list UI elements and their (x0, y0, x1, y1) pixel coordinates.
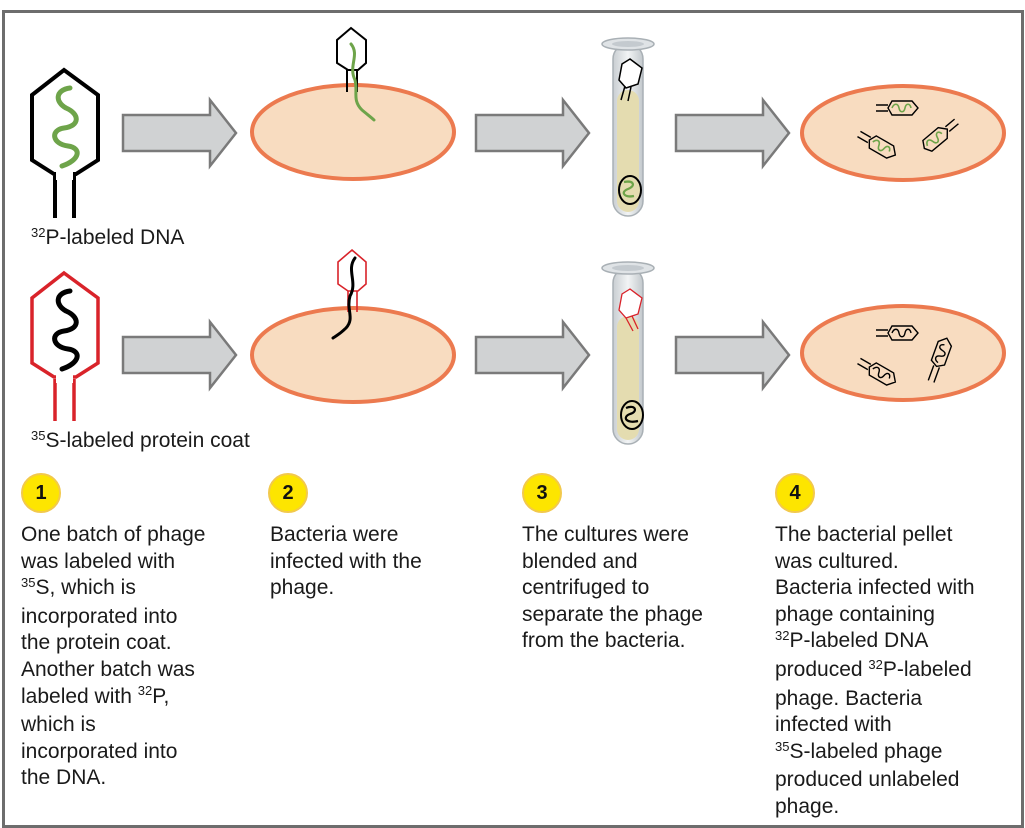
description-line: Bacteria were (270, 523, 399, 546)
description-line: 35S, which is (21, 575, 136, 600)
step-2-badge: 2 (268, 473, 308, 513)
description-line: 35S-labeled phage (775, 738, 943, 763)
description-line: Bacteria infected with (775, 576, 975, 600)
description-line: the DNA. (21, 766, 107, 790)
description-line: was labeled with (21, 549, 176, 573)
description-line: One batch of phage (21, 523, 206, 546)
step-3-badge: 3 (522, 473, 562, 513)
phage-35s-labeled-coat (30, 270, 100, 421)
arrow-step1-to-step2-row1 (121, 96, 238, 170)
test-tube-row2 (601, 261, 655, 445)
isotope-superscript: 32 (775, 628, 790, 644)
label-text: P-labeled DNA (45, 226, 185, 249)
progeny-phage-3 (922, 118, 959, 153)
progeny-phage-2 (857, 130, 897, 159)
description-line: infected with (775, 713, 892, 737)
isotope-superscript: 35 (775, 738, 790, 754)
isotope-superscript: 32 (137, 683, 153, 699)
bacterium-progeny-row2 (800, 304, 1006, 402)
description-line: from the bacteria. (522, 629, 686, 653)
step-4-description: The bacterial pellet was cultured. Bacteri… (775, 522, 975, 821)
arrow-step3-to-step4-row2 (674, 318, 791, 392)
progeny-phage-1 (876, 100, 919, 116)
arrow-step1-to-step2-row2 (121, 318, 238, 392)
description-line: The cultures were (522, 523, 689, 546)
description-line: Another batch was (21, 657, 195, 681)
description-line: phage. (270, 576, 335, 600)
description-line: which is (21, 713, 96, 737)
arrow-step3-to-step4-row1 (674, 96, 791, 170)
test-tube-row1 (601, 37, 655, 217)
progeny-phage-unlabeled-1 (876, 325, 919, 341)
step-3-description: The cultures were blended and centrifuged … (522, 522, 703, 655)
description-line: separate the phage (522, 602, 703, 626)
label-text: S-labeled protein coat (45, 429, 250, 452)
progeny-phage-unlabeled-2 (857, 357, 897, 386)
isotope-superscript: 35 (21, 575, 36, 591)
description-line: centrifuged to (522, 576, 650, 600)
label-32p-labeled-dna: 32P-labeled DNA (31, 224, 185, 249)
description-line: The bacterial pellet (775, 523, 953, 546)
arrow-step2-to-step3-row1 (474, 96, 591, 170)
description-line: was cultured. (775, 549, 899, 573)
description-line: produced unlabeled (775, 768, 960, 792)
arrow-step2-to-step3-row2 (474, 318, 591, 392)
phage-32p-labeled-dna (30, 67, 100, 218)
description-line: blended and (522, 549, 638, 573)
isotope-superscript: 35 (31, 427, 46, 443)
description-line: phage. (775, 794, 840, 818)
bacterium-progeny-row1 (800, 84, 1006, 182)
progeny-phage-unlabeled-3 (927, 337, 953, 383)
bacterium-infected-row1 (250, 26, 456, 181)
description-line: phage. Bacteria (775, 686, 923, 710)
description-line: produced 32P-labeled (775, 656, 972, 681)
isotope-superscript: 32 (31, 224, 46, 240)
bacterium-infected-row2 (250, 248, 456, 404)
description-line: incorporated into (21, 604, 178, 628)
description-line: infected with the (270, 549, 422, 573)
label-35s-labeled-protein-coat: 35S-labeled protein coat (31, 427, 250, 452)
description-line: incorporated into (21, 739, 178, 763)
description-line: 32P-labeled DNA (775, 628, 929, 653)
step-4-badge: 4 (775, 473, 815, 513)
step-2-description: Bacteria were infected with the phage. (270, 522, 422, 602)
step-1-badge: 1 (21, 473, 61, 513)
description-line: labeled with 32P, (21, 683, 170, 708)
description-line: phage containing (775, 602, 935, 626)
isotope-superscript: 32 (868, 656, 883, 672)
description-line: the protein coat. (21, 631, 172, 655)
